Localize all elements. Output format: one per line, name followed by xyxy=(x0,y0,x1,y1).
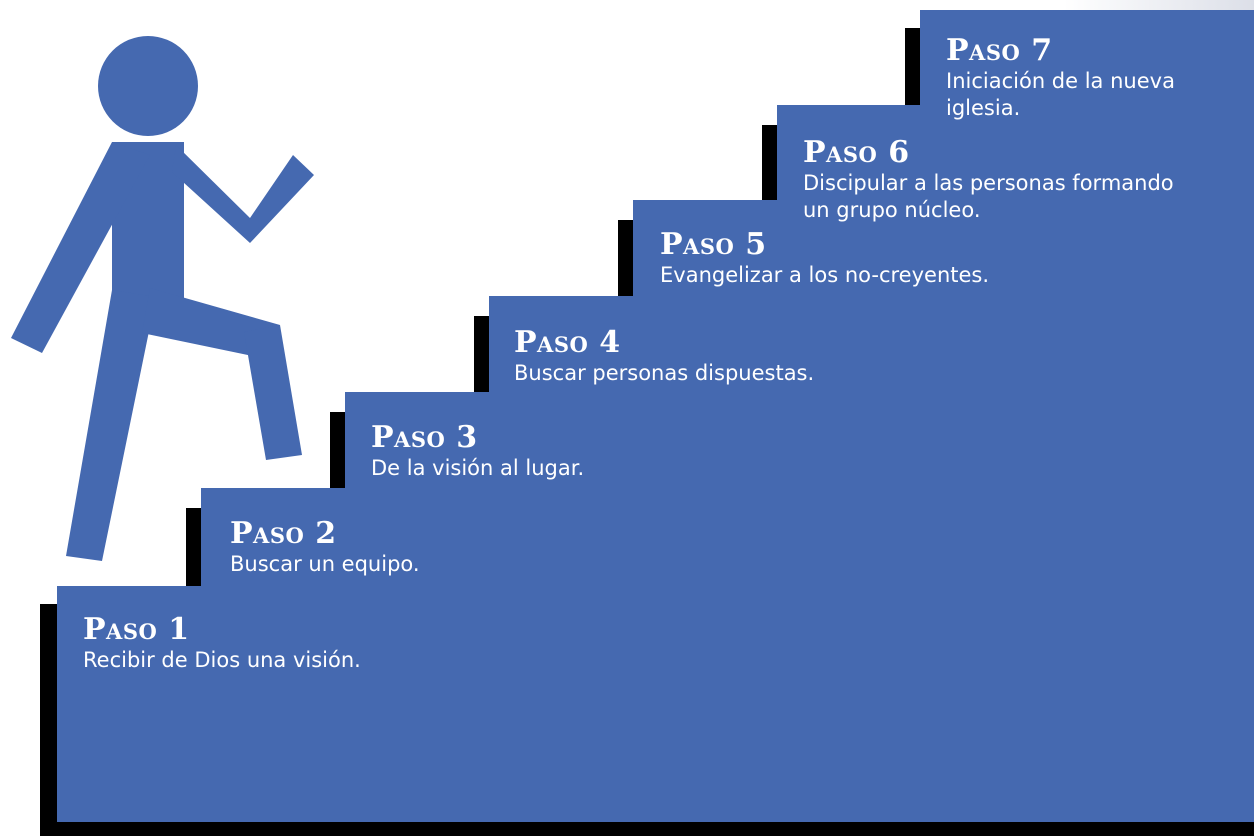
step-3-text: Paso 3 De la visión al lugar. xyxy=(371,421,584,482)
step-5-desc: Evangelizar a los no-creyentes. xyxy=(660,263,990,287)
step-1-title: Paso 1 xyxy=(83,612,190,647)
step-6-text: Paso 6 Discipular a las personas formand… xyxy=(803,136,1243,224)
person-thigh xyxy=(142,288,280,360)
step-4-text: Paso 4 Buscar personas dispuestas. xyxy=(514,326,814,387)
step-7-desc: Iniciación de la nueva iglesia. xyxy=(946,69,1175,120)
step-4-desc: Buscar personas dispuestas. xyxy=(514,361,815,385)
step-5-title: Paso 5 xyxy=(660,227,767,262)
step-2-desc: Buscar un equipo. xyxy=(230,552,420,576)
climbing-person-icon xyxy=(11,36,314,561)
step-1-desc: Recibir de Dios una visión. xyxy=(83,648,361,672)
step-4-title: Paso 4 xyxy=(514,325,621,360)
step-5-text: Paso 5 Evangelizar a los no-creyentes. xyxy=(660,228,989,289)
person-right-arm xyxy=(172,145,314,243)
step-1-text: Paso 1 Recibir de Dios una visión. xyxy=(83,613,361,674)
step-2-title: Paso 2 xyxy=(230,516,337,551)
step-2-text: Paso 2 Buscar un equipo. xyxy=(230,517,420,578)
step-1 xyxy=(57,586,1254,822)
person-left-arm xyxy=(11,142,150,353)
person-back-leg xyxy=(66,290,156,561)
step-3-title: Paso 3 xyxy=(371,420,478,455)
step-7-title: Paso 7 xyxy=(946,33,1053,68)
person-shin xyxy=(244,325,302,460)
step-3-desc: De la visión al lugar. xyxy=(371,456,585,480)
step-6-title: Paso 6 xyxy=(803,135,910,170)
step-6-desc: Discipular a las personas formando un gr… xyxy=(803,171,1174,222)
step-7-text: Paso 7 Iniciación de la nueva iglesia. xyxy=(946,34,1246,122)
person-head xyxy=(98,36,198,136)
